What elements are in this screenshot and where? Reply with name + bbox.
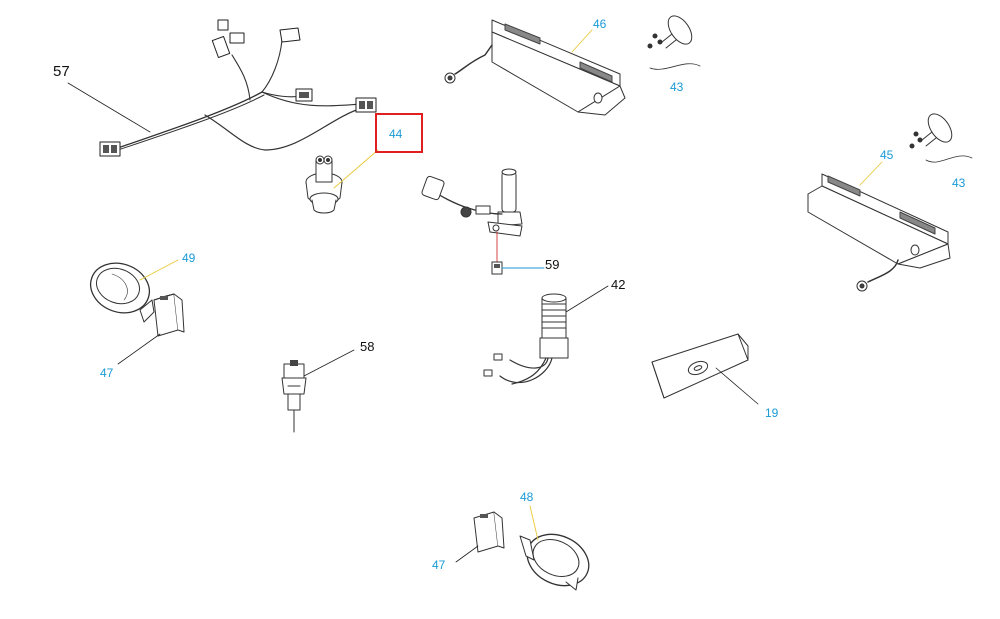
light-bar-right-part[interactable] [807,173,951,292]
callout-47-bottom[interactable]: 47 [432,558,446,572]
callout-48[interactable]: 48 [520,490,534,504]
screw-part[interactable] [491,261,503,275]
pressure-sender-part[interactable] [281,360,307,433]
relay-bottom-part[interactable] [473,511,505,553]
callout-19[interactable]: 19 [765,406,779,420]
leader-47a [117,333,161,365]
harness-connector-top-a [211,19,245,59]
sending-unit-part[interactable] [483,293,569,385]
pressure-switch-part[interactable] [305,155,343,214]
harness-connector-right [355,97,377,113]
selected-part-highlight [375,113,423,153]
leader-49 [139,259,179,281]
callout-47-left[interactable]: 47 [100,366,114,380]
callout-45[interactable]: 45 [880,148,894,162]
callout-46[interactable]: 46 [593,17,607,31]
callout-42[interactable]: 42 [611,277,626,292]
leader-57 [67,82,151,133]
callout-59[interactable]: 59 [545,257,560,272]
callout-49[interactable]: 49 [182,251,196,265]
speed-sensor-part[interactable] [421,168,523,237]
callout-58[interactable]: 58 [360,339,375,354]
callout-57[interactable]: 57 [53,63,70,80]
leader-58 [303,349,355,377]
leader-47b [455,545,479,563]
leader-48 [529,505,539,541]
wiring-harness-part[interactable] [99,19,377,157]
leader-46 [571,29,593,53]
relay-left-part[interactable] [153,293,185,337]
work-light-bottom-part[interactable] [519,525,597,596]
harness-connector-left [99,141,121,157]
leader-19 [715,367,759,405]
harness-connector-mid [295,88,313,102]
mounting-kit-top-part[interactable] [647,12,701,70]
mounting-kit-right-part[interactable] [909,110,973,163]
leader-44 [333,149,379,189]
leader-45 [859,161,883,186]
leader-42 [565,285,609,313]
work-light-left-part[interactable] [84,255,157,323]
callout-44[interactable]: 44 [389,127,403,141]
bracket-part[interactable] [651,333,749,399]
callout-43-top[interactable]: 43 [670,80,684,94]
harness-connector-top-b [279,27,301,43]
light-bar-top-part[interactable] [444,19,626,116]
callout-43-right[interactable]: 43 [952,176,966,190]
